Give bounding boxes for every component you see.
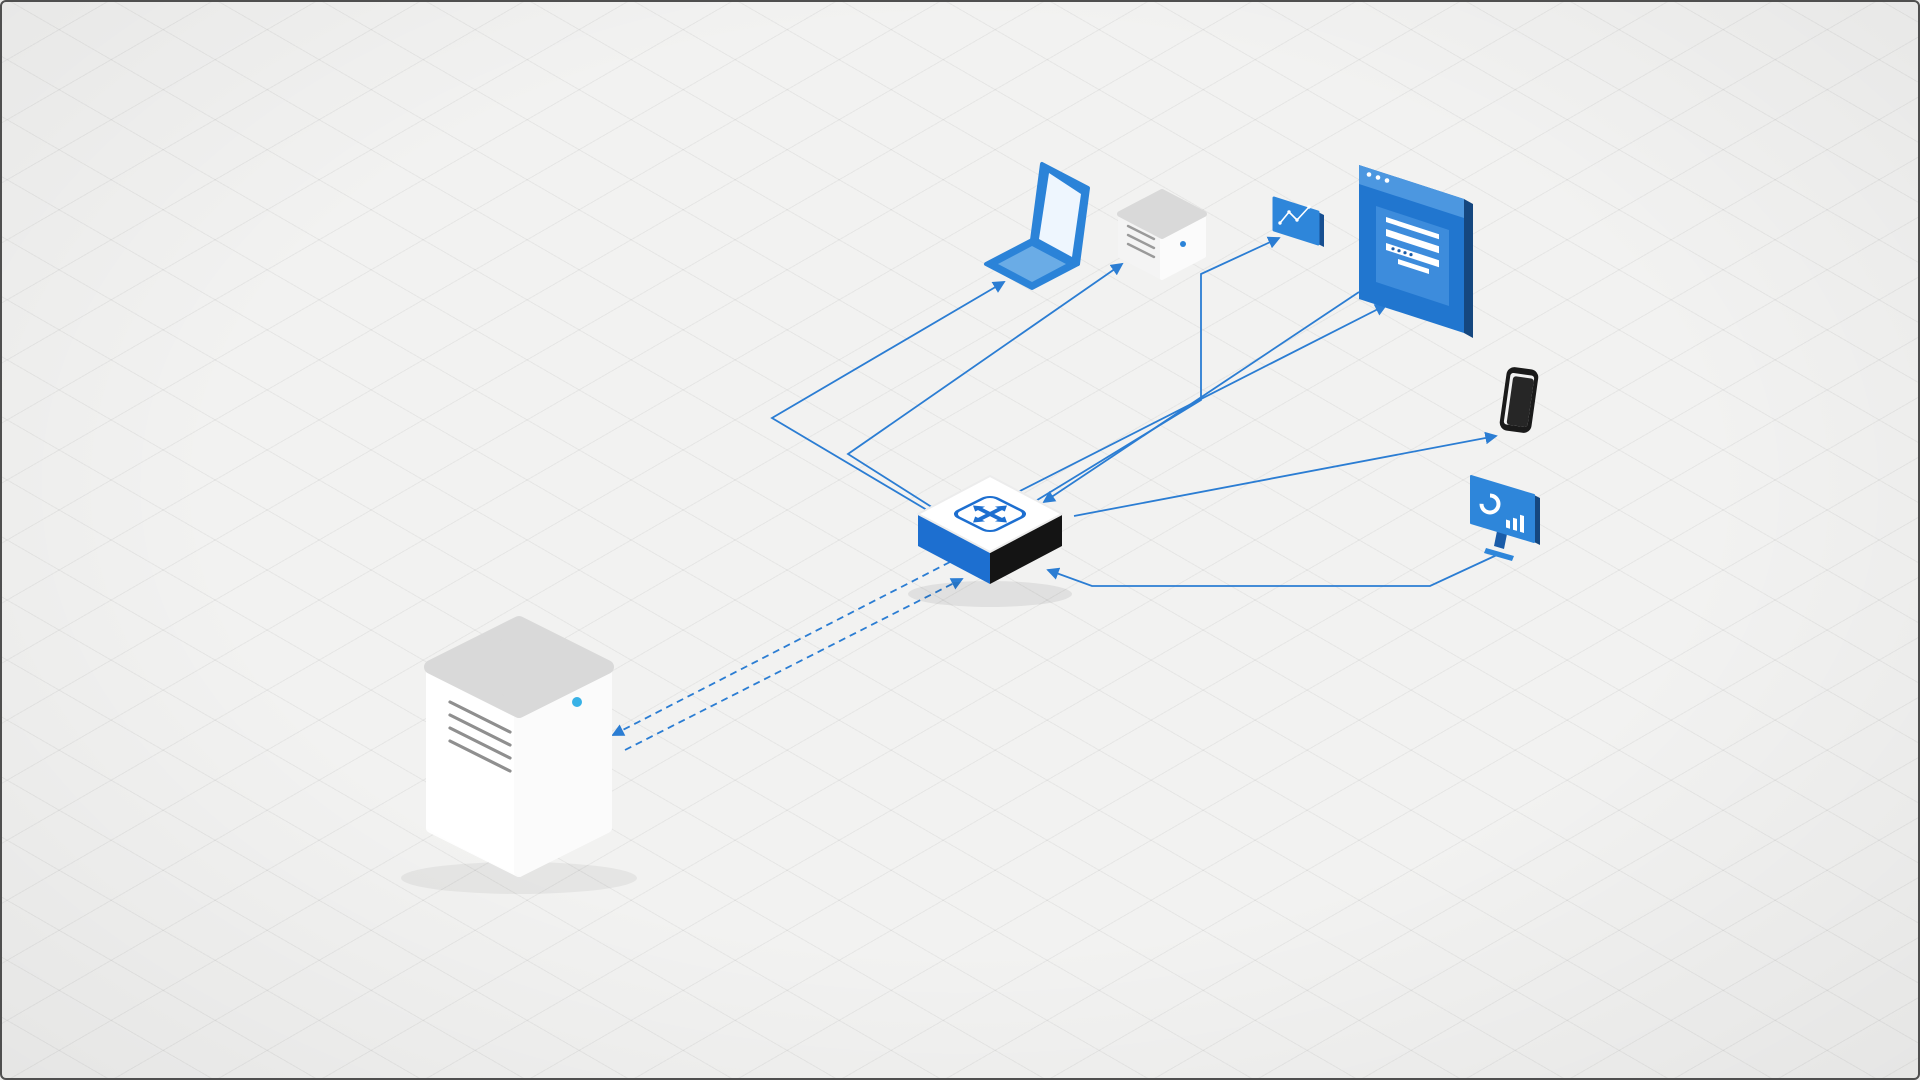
phone-screen (1506, 376, 1534, 428)
laptop-keyboard (998, 246, 1066, 282)
tower-top-face (424, 616, 614, 718)
hub-shadow (908, 581, 1072, 607)
login-title-bar (1386, 217, 1439, 240)
smartphone-icon (1499, 367, 1539, 433)
tower-vent-lines (448, 700, 512, 773)
browser-title-bar (1359, 165, 1464, 218)
edge-hub-to-chart-card (1033, 236, 1281, 503)
cube-top-face (1117, 189, 1207, 239)
sparkline-dot (1307, 205, 1311, 209)
edge-monitor-to-hub (1046, 553, 1500, 587)
laptop-icon (984, 162, 1090, 290)
edge-tower-to-hub (624, 578, 964, 751)
server-tower-icon (401, 616, 637, 894)
dashboard-bar (1520, 514, 1524, 533)
dashboard-bar (1506, 519, 1510, 529)
dashboard-donut-chart (1479, 493, 1501, 515)
tower-shadow (401, 862, 637, 894)
browser-side-edge (1464, 199, 1473, 338)
sparkline-dot (1295, 218, 1299, 222)
sparkline-dot (1287, 210, 1291, 214)
hub-left-face (918, 514, 990, 584)
monitor-screen (1470, 475, 1535, 543)
laptop-screen (1039, 173, 1081, 257)
login-button (1398, 259, 1429, 274)
cube-vent-lines (1126, 224, 1156, 259)
dashboard-bar (1513, 517, 1517, 531)
window-dot (1375, 175, 1381, 180)
window-dot (1366, 172, 1372, 177)
tower-power-led (572, 697, 582, 707)
password-dot (1403, 251, 1407, 255)
monitor-stand (1494, 531, 1507, 549)
connection-edges-layer (611, 236, 1500, 751)
cube-power-led (1180, 241, 1186, 247)
edge-hub-to-browser (1013, 304, 1388, 495)
dashboard-monitor-icon (1470, 475, 1540, 561)
hub-logo (953, 495, 1027, 533)
edge-browser-to-hub (1042, 291, 1360, 504)
window-dot (1384, 178, 1390, 183)
gateway-hub-icon (908, 475, 1072, 607)
password-dot (1409, 253, 1413, 257)
browser-window-icon (1359, 165, 1473, 338)
sparkline-dot (1278, 221, 1282, 225)
hub-right-face (990, 514, 1062, 584)
password-dot (1391, 247, 1395, 251)
login-username-field (1386, 229, 1439, 254)
server-cube-icon (1117, 189, 1207, 280)
edge-hub-to-smartphone (1073, 431, 1498, 517)
monitor-base (1484, 548, 1514, 561)
edge-hub-to-laptop (770, 281, 1006, 533)
password-dot (1397, 249, 1401, 253)
chart-card-icon (1272, 196, 1324, 247)
monitor-side-edge (1534, 495, 1540, 545)
chart-card-sparkline (1279, 206, 1310, 224)
edge-hub-to-tower (611, 561, 951, 736)
